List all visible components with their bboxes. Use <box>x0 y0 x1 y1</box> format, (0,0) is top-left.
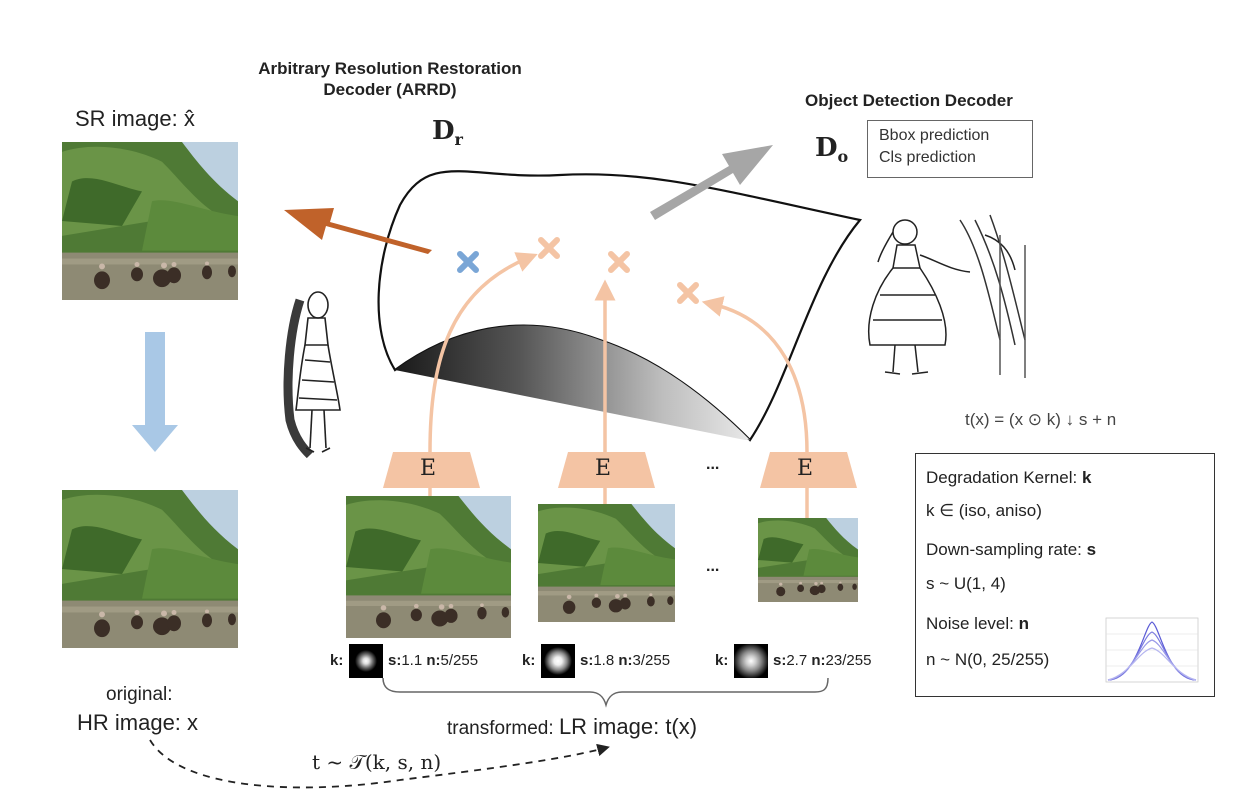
sr-image <box>62 142 238 300</box>
encoder-2 <box>558 452 655 488</box>
encoder-label-2: E <box>595 456 612 481</box>
bbox-prediction-label: Bbox prediction <box>879 127 990 144</box>
transformed-label: transformed: LR image: t(x) <box>447 714 697 740</box>
arrd-title-line2: Decoder (ARRD) <box>323 80 457 99</box>
encoder-label-3: E <box>797 456 814 481</box>
lr-brace <box>382 677 829 708</box>
kernel-row-3: k: s:2.7 n:23/255 <box>715 644 915 680</box>
scale-label: s: <box>773 652 787 669</box>
encoder-ellipsis: ... <box>706 456 720 473</box>
noise-label: n: <box>811 652 826 669</box>
scale-label: s: <box>388 652 402 669</box>
kernel-row-1: k: s:1.1 n:5/255 <box>330 644 530 680</box>
noise-label: n: <box>426 652 441 669</box>
detection-arrow <box>650 145 773 220</box>
cls-prediction-label: Cls prediction <box>879 149 976 166</box>
alice-sketch-right <box>867 214 1026 378</box>
scale-value: 1.8 <box>593 652 615 669</box>
noise-distribution-plot <box>1105 617 1199 683</box>
noise-legend-var: n <box>1018 614 1029 633</box>
arrd-title: Arbitrary Resolution Restoration Decoder… <box>210 58 570 100</box>
do-sub: o <box>837 147 849 167</box>
down-legend-label: Down-sampling rate: <box>926 540 1087 559</box>
kernel-image <box>541 644 575 678</box>
odd-title: Object Detection Decoder <box>805 91 1013 110</box>
lr-image-2 <box>538 504 675 622</box>
scale-value: 1.1 <box>401 652 423 669</box>
lr-image-3 <box>758 518 858 602</box>
dr-label: Dr <box>432 116 463 149</box>
dr-sub: r <box>454 130 463 150</box>
do-label: Do <box>815 133 848 166</box>
kernel-set: k ∈ (iso, aniso) <box>926 501 1042 520</box>
lr-image-ellipsis: ... <box>706 558 720 575</box>
down-arrow <box>132 332 178 452</box>
alice-sketch-left <box>283 291 341 459</box>
scale-value: 2.7 <box>786 652 808 669</box>
lr-image-1 <box>346 496 511 638</box>
noise-dist: n ~ N(0, 25/255) <box>926 650 1050 669</box>
transform-formula: t ~ 𝒯(k, s, n) <box>312 750 442 774</box>
kernel-legend-line: Degradation Kernel: k <box>926 468 1091 488</box>
kernel-legend-var: k <box>1081 468 1092 487</box>
kernel-legend-label: Degradation Kernel: <box>926 468 1082 487</box>
sr-latent-point <box>457 251 479 273</box>
down-legend-var: s <box>1086 540 1097 559</box>
kernel-k-label: k: <box>522 652 536 669</box>
down-legend-line: Down-sampling rate: s <box>926 540 1096 560</box>
encoder-label-1: E <box>420 456 437 481</box>
encoder-1 <box>383 452 480 488</box>
degradation-legend: Degradation Kernel: k k ∈ (iso, aniso) D… <box>915 453 1215 697</box>
noise-legend-label: Noise level: <box>926 614 1019 633</box>
degradation-formula: t(x) = (x ⊙ k) ↓ s + n <box>965 410 1117 429</box>
encoder-3 <box>760 452 857 488</box>
noise-label: n: <box>618 652 633 669</box>
hr-image-label: HR image: x <box>77 710 199 735</box>
kernel-k-label: k: <box>330 652 344 669</box>
lr-image-label: LR image: t(x) <box>558 714 698 739</box>
do-main: D <box>815 133 838 163</box>
arrd-title-line1: Arbitrary Resolution Restoration <box>258 59 522 78</box>
kernel-image <box>349 644 383 678</box>
hr-image <box>62 490 238 648</box>
noise-value: 5/255 <box>440 652 479 669</box>
transformed-prefix: transformed: <box>447 718 559 739</box>
dr-main: D <box>432 116 455 146</box>
sr-image-label: SR image: x̂ <box>75 106 195 131</box>
od-output-box: Bbox prediction Cls prediction <box>867 120 1033 178</box>
noise-value: 23/255 <box>825 652 872 669</box>
scale-label: s: <box>580 652 594 669</box>
kernel-row-2: k: s:1.8 n:3/255 <box>522 644 722 680</box>
kernel-k-label: k: <box>715 652 729 669</box>
sr-arrow <box>284 208 432 254</box>
noise-value: 3/255 <box>632 652 671 669</box>
lr-latent-points <box>538 237 699 304</box>
transform-arrow <box>149 739 610 789</box>
noise-legend-line: Noise level: n <box>926 614 1029 634</box>
original-label: original: <box>106 684 173 705</box>
encoder-arrow-3 <box>701 296 809 453</box>
kernel-image <box>734 644 768 678</box>
down-dist: s ~ U(1, 4) <box>926 574 1006 593</box>
encoder-arrow-1 <box>428 252 538 453</box>
